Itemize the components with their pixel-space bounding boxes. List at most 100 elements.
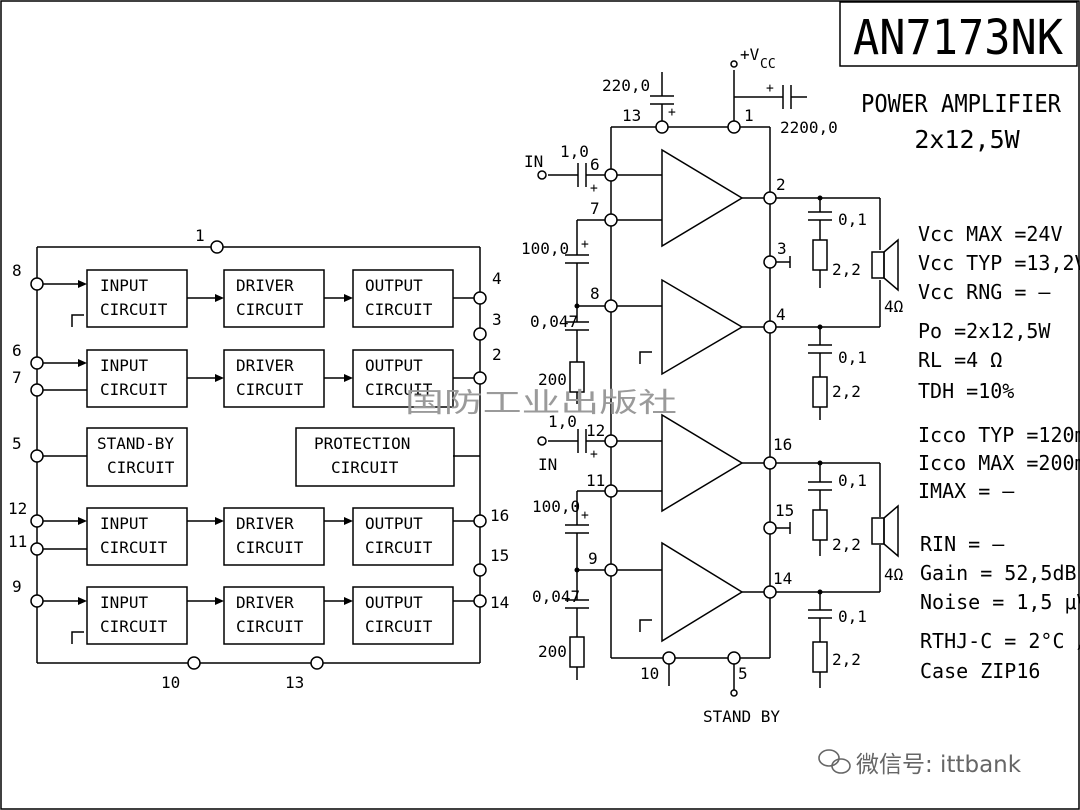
block-pin-3: 3 (492, 310, 502, 329)
output-block-1-label-2: CIRCUIT (365, 300, 433, 319)
spec-vcc-max: Vcc MAX =24V (918, 222, 1063, 246)
schematic-pin-11: 11 (586, 471, 605, 490)
zobel-res-2-value: 2,2 (832, 382, 861, 401)
driver-block-1-label-2: CIRCUIT (236, 300, 304, 319)
schematic-pin-7: 7 (590, 199, 600, 218)
block-pin-15: 15 (490, 546, 509, 565)
input-lower-label: IN (538, 455, 557, 474)
spec-noise: Noise = 1,5 μV (920, 590, 1080, 614)
output-block-2-label-2: CIRCUIT (365, 380, 433, 399)
spec-rthjc: RTHJ-C = 2°C /W (920, 629, 1080, 653)
block-pin-8: 8 (12, 261, 22, 280)
input-block-2-label-2: CIRCUIT (100, 380, 168, 399)
cap-series-upper-value: 0,047 (530, 312, 578, 331)
block-diagram (36, 246, 481, 664)
block-pin-13: 13 (285, 673, 304, 692)
schematic-pin-2: 2 (776, 175, 786, 194)
input-block-3-label: INPUT (100, 514, 149, 533)
schematic-pin-5: 5 (738, 664, 748, 683)
polarity-mark: + (581, 508, 589, 523)
input-block-1-label-2: CIRCUIT (100, 300, 168, 319)
schematic-pin-1: 1 (744, 106, 754, 125)
output-block-3-label-2: CIRCUIT (365, 538, 433, 557)
standby-block-label-2: CIRCUIT (107, 458, 175, 477)
schematic-pin-3: 3 (777, 239, 787, 258)
protection-block-label-2: CIRCUIT (331, 458, 399, 477)
output-block-2-label: OUTPUT (365, 356, 423, 375)
block-pin-9: 9 (12, 577, 22, 596)
output-block-1-label: OUTPUT (365, 276, 423, 295)
spec-po: Po =2x12,5W (918, 319, 1051, 343)
driver-block-1-label: DRIVER (236, 276, 294, 295)
block-arrows (78, 280, 353, 605)
zobel-res-4-value: 2,2 (832, 650, 861, 669)
polarity-mark: + (590, 181, 598, 196)
standby-label: STAND BY (703, 707, 780, 726)
res-lower-value: 200 (538, 642, 567, 661)
schematic-pin-6: 6 (590, 155, 600, 174)
schematic-pin-15: 15 (775, 501, 794, 520)
spec-gain: Gain = 52,5dB (920, 561, 1077, 585)
speaker-lower-value: 4Ω (884, 565, 904, 584)
polarity-mark: + (581, 237, 589, 252)
block-pin-6: 6 (12, 341, 22, 360)
schematic-pin-12: 12 (586, 421, 605, 440)
block-pin-4: 4 (492, 269, 502, 288)
block-pin-2: 2 (492, 345, 502, 364)
wechat-watermark: 微信号: ittbank (856, 752, 1022, 778)
supply-label-sub: CC (760, 57, 776, 72)
block-pins (30, 240, 487, 670)
cap-series-lower-value: 0,047 (532, 587, 580, 606)
driver-block-2-label-2: CIRCUIT (236, 380, 304, 399)
cap-vcc-value: 2200,0 (780, 118, 838, 137)
block-pin-12: 12 (8, 499, 27, 518)
cap-pin13-value: 220,0 (602, 76, 650, 95)
spec-icco-typ: Icco TYP =120mA (918, 423, 1080, 447)
input-block-4-label: INPUT (100, 593, 149, 612)
block-pin-1: 1 (195, 226, 205, 245)
schematic-wires (548, 70, 899, 690)
supply-label: +V (740, 45, 760, 64)
spec-case: Case ZIP16 (920, 659, 1040, 683)
zobel-cap-2-value: 0,1 (838, 348, 867, 367)
standby-block-label: STAND-BY (97, 434, 174, 453)
spec-vcc-typ: Vcc TYP =13,2V (918, 251, 1080, 275)
polarity-mark: + (766, 81, 774, 96)
schematic-pin-10: 10 (640, 664, 659, 683)
input-upper-label: IN (524, 152, 543, 171)
schematic-pin-8: 8 (590, 284, 600, 303)
input-block-4-label-2: CIRCUIT (100, 617, 168, 636)
driver-block-4-label-2: CIRCUIT (236, 617, 304, 636)
block-pin-10: 10 (161, 673, 180, 692)
input-block-3-label-2: CIRCUIT (100, 538, 168, 557)
driver-block-4-label: DRIVER (236, 593, 294, 612)
driver-block-2-label: DRIVER (236, 356, 294, 375)
cap-fb-lower-value: 100,0 (532, 497, 580, 516)
input-block-2-label: INPUT (100, 356, 149, 375)
block-pin-5: 5 (12, 434, 22, 453)
cap-in-upper-value: 1,0 (560, 142, 589, 161)
driver-block-3-label-2: CIRCUIT (236, 538, 304, 557)
res-upper-value: 200 (538, 370, 567, 389)
schematic-pin-4: 4 (776, 305, 786, 324)
schematic-pins (537, 60, 777, 697)
spec-rin: RIN = – (920, 532, 1005, 556)
schematic-pin-16: 16 (773, 435, 792, 454)
part-number: AN7173NK (853, 10, 1063, 66)
block-pin-11: 11 (8, 532, 27, 551)
schematic-pin-9: 9 (588, 549, 598, 568)
block-pin-7: 7 (12, 368, 22, 387)
junction-dots (574, 195, 823, 595)
spec-vcc-rng: Vcc RNG = – (918, 280, 1051, 304)
output-block-4-label-2: CIRCUIT (365, 617, 433, 636)
block-pin-14: 14 (490, 593, 509, 612)
block-pin-16: 16 (490, 506, 509, 525)
output-block-4-label: OUTPUT (365, 593, 423, 612)
zobel-res-3-value: 2,2 (832, 535, 861, 554)
schematic-pin-14: 14 (773, 569, 792, 588)
spec-icco-max: Icco MAX =200mA (918, 451, 1080, 475)
polarity-mark: + (668, 105, 676, 120)
schematic-pin-13: 13 (622, 106, 641, 125)
